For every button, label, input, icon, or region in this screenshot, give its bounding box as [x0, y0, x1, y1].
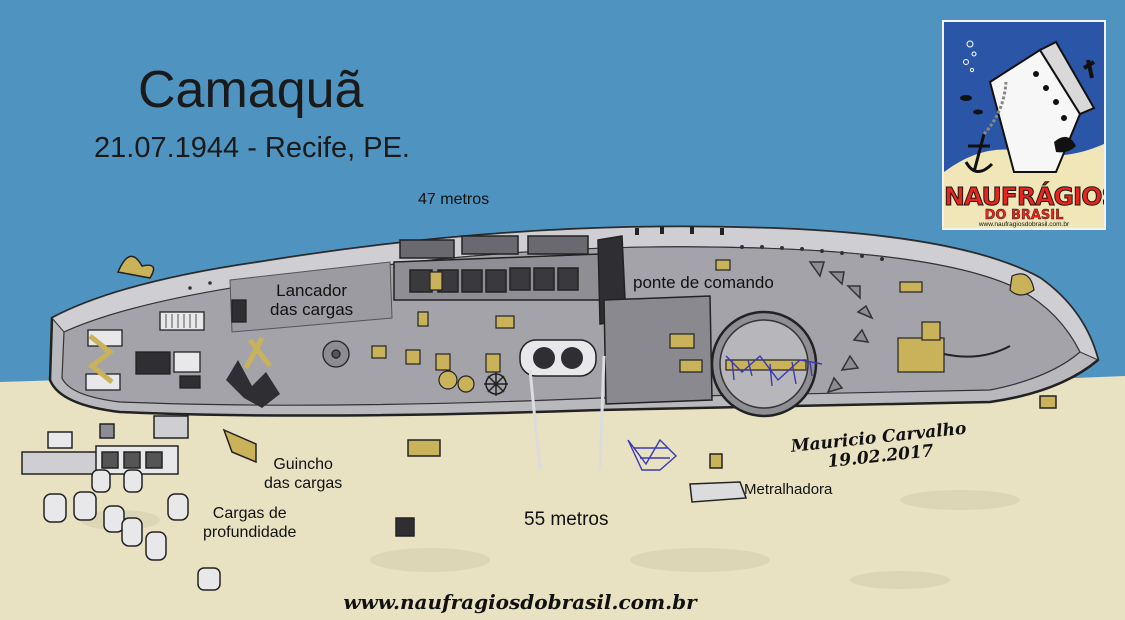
guincho-label: Guincho das cargas	[264, 455, 342, 493]
website-url[interactable]: www.naufragiosdobrasil.com.br	[343, 590, 697, 614]
cargas-label-line2: profundidade	[203, 524, 297, 541]
guincho-label-line1: Guincho	[273, 456, 333, 473]
logo-url: www.naufragiosdobrasil.com.br	[978, 221, 1070, 228]
metralhadora-label: Metralhadora	[744, 481, 833, 498]
logo-sub: DO BRASIL	[984, 208, 1064, 223]
naufragios-logo: NAUFRÁGIOS DO BRASIL www.naufragiosdobra…	[942, 20, 1106, 230]
ponte-label: ponte de comando	[633, 273, 774, 292]
seabed	[0, 376, 1125, 620]
cargas-label: Cargas de profundidade	[203, 504, 296, 542]
page-title: Camaquã	[138, 61, 364, 119]
depth-label: 55 metros	[524, 509, 609, 530]
logo-brand: NAUFRÁGIOS	[944, 182, 1106, 212]
lancador-label-line2: das cargas	[270, 300, 354, 319]
length-label: 47 metros	[418, 191, 490, 208]
guincho-label-line2: das cargas	[264, 475, 343, 492]
lancador-label-line1: Lancador	[276, 281, 348, 300]
cargas-label-line1: Cargas de	[212, 505, 287, 522]
lancador-label: Lancador das cargas	[270, 281, 353, 319]
logo-ship-icon	[944, 22, 1104, 228]
page-subtitle: 21.07.1944 - Recife, PE.	[94, 132, 410, 164]
